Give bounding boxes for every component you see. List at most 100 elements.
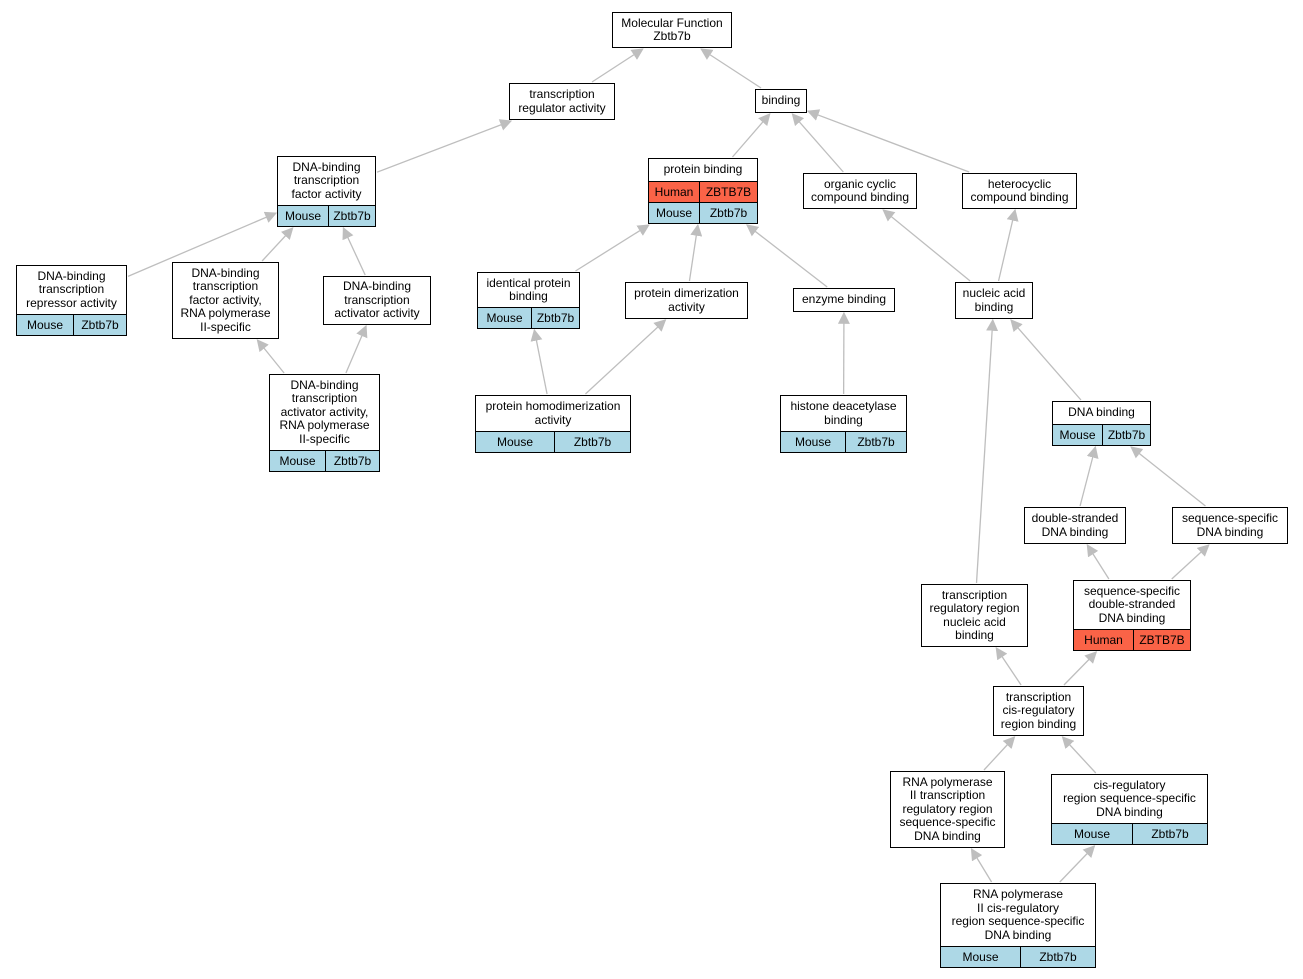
edge-phda-to-pda <box>584 319 667 395</box>
annotation-row-human: Human ZBTB7B <box>649 181 757 202</box>
go-term-label: sequence-specific DNA binding <box>1181 511 1279 539</box>
go-term-label: DNA-binding transcription factor activit… <box>180 265 271 334</box>
organism-cell: Mouse <box>794 434 832 449</box>
go-term-label: nucleic acid binding <box>962 286 1026 314</box>
go-term-label: cis-regulatory region sequence-specific … <box>1063 777 1196 819</box>
go-term-dbtra[interactable]: DNA-binding transcription repressor acti… <box>16 265 127 336</box>
edge-rp2cr-to-rp2trr <box>970 847 993 883</box>
go-term-crssdb[interactable]: cis-regulatory region sequence-specific … <box>1051 774 1208 845</box>
edge-tcrb-to-trrnab <box>995 647 1022 686</box>
go-term-dbtfa2[interactable]: DNA-binding transcription factor activit… <box>172 262 279 339</box>
go-term-bind[interactable]: binding <box>755 89 807 113</box>
go-term-dbtaa[interactable]: DNA-binding transcription activator acti… <box>323 276 431 325</box>
edge-tcrb-to-ssdsdb <box>1063 651 1098 686</box>
edge-rp2trr-to-tcrb <box>983 736 1016 771</box>
organism-cell: Mouse <box>284 208 322 223</box>
go-term-ssdb[interactable]: sequence-specific DNA binding <box>1172 507 1288 544</box>
edge-trrnab-to-nab <box>975 318 999 584</box>
gene-cell: Zbtb7b <box>1102 425 1150 445</box>
go-term-label: binding <box>761 93 801 108</box>
go-term-label: double-stranded DNA binding <box>1031 511 1119 539</box>
go-term-ocb[interactable]: organic cyclic compound binding <box>803 173 917 209</box>
annotation-row-mouse: Mouse Zbtb7b <box>941 946 1095 967</box>
go-term-eb[interactable]: enzyme binding <box>793 288 895 312</box>
annotation-row-mouse: Mouse Zbtb7b <box>781 431 906 452</box>
edge-ocb-to-bind <box>791 113 844 173</box>
organism-cell: Mouse <box>486 310 523 325</box>
go-term-rp2cr[interactable]: RNA polymerase II cis-regulatory region … <box>940 883 1096 968</box>
go-term-tra[interactable]: transcription regulator activity <box>509 83 615 120</box>
go-term-dbtfa[interactable]: DNA-binding transcription factor activit… <box>277 156 376 227</box>
edge-dbtaa2-to-dbtfa2 <box>256 339 285 374</box>
go-term-ssdsdb[interactable]: sequence-specific double-stranded DNA bi… <box>1073 580 1191 651</box>
edge-nab-to-hcb <box>997 208 1019 282</box>
edge-ssdsdb-to-dsdb <box>1086 543 1110 580</box>
edge-dnab-to-nab <box>1010 319 1082 401</box>
gene-cell: ZBTB7B <box>699 182 757 202</box>
organism-cell: Mouse <box>1059 427 1096 442</box>
go-term-label: DNA-binding transcription activator acti… <box>334 279 420 321</box>
go-term-tcrb[interactable]: transcription cis-regulatory region bind… <box>993 686 1084 736</box>
edge-pb-to-bind <box>731 113 771 158</box>
go-term-rp2trr[interactable]: RNA polymerase II transcription regulato… <box>890 771 1005 848</box>
gene-cell: Zbtb7b <box>531 308 579 328</box>
gene-cell: Zbtb7b <box>699 203 757 223</box>
go-term-label: Molecular Function Zbtb7b <box>621 15 723 43</box>
annotation-row-mouse: Mouse Zbtb7b <box>1053 424 1150 445</box>
go-term-label: transcription regulator activity <box>518 87 606 115</box>
gene-cell: Zbtb7b <box>73 315 126 335</box>
edge-crssdb-to-tcrb <box>1061 736 1097 774</box>
edge-eb-to-pb <box>746 224 828 288</box>
go-term-trrnab[interactable]: transcription regulatory region nucleic … <box>921 584 1028 647</box>
go-term-label: DNA-binding transcription repressor acti… <box>26 268 117 310</box>
organism-cell: Mouse <box>279 453 316 468</box>
gene-cell: Zbtb7b <box>845 432 906 452</box>
go-term-dsdb[interactable]: double-stranded DNA binding <box>1024 507 1126 544</box>
go-term-nab[interactable]: nucleic acid binding <box>955 282 1033 319</box>
edge-dsdb-to-dnab <box>1079 445 1099 507</box>
edge-tra-to-root <box>591 48 644 83</box>
edge-nab-to-ocb <box>882 209 971 282</box>
gene-cell: Zbtb7b <box>1020 947 1095 967</box>
gene-cell: ZBTB7B <box>1133 630 1190 650</box>
annotation-row-mouse: Mouse Zbtb7b <box>278 205 375 226</box>
organism-cell: Human <box>1084 632 1123 647</box>
edge-ipb-to-pb <box>575 224 650 272</box>
go-term-label: organic cyclic compound binding <box>810 176 910 204</box>
edge-hcb-to-bind <box>806 109 970 173</box>
annotation-row-human: Human ZBTB7B <box>1074 629 1190 650</box>
go-term-hcb[interactable]: heterocyclic compound binding <box>962 173 1077 209</box>
edge-dbtaa-to-dbtfa <box>342 226 366 276</box>
annotation-row-mouse: Mouse Zbtb7b <box>478 307 579 328</box>
go-term-label: RNA polymerase II cis-regulatory region … <box>951 887 1085 942</box>
go-term-label: heterocyclic compound binding <box>970 176 1069 204</box>
go-term-label: DNA-binding transcription factor activit… <box>291 159 362 201</box>
edge-phda-to-ipb <box>530 328 548 395</box>
go-term-label: protein dimerization activity <box>634 286 739 314</box>
go-term-label: sequence-specific double-stranded DNA bi… <box>1083 583 1181 625</box>
organism-cell: Mouse <box>26 317 64 332</box>
organism-cell: Human <box>654 184 694 199</box>
organism-cell: Mouse <box>962 949 999 964</box>
go-term-label: protein homodimerization activity <box>485 399 621 427</box>
gene-cell: Zbtb7b <box>1132 824 1207 844</box>
gene-cell: Zbtb7b <box>328 206 375 226</box>
go-term-root[interactable]: Molecular Function Zbtb7b <box>612 12 732 48</box>
edge-ssdb-to-dnab <box>1130 446 1206 507</box>
go-term-dbtaa2[interactable]: DNA-binding transcription activator acti… <box>269 374 380 472</box>
go-term-label: transcription cis-regulatory region bind… <box>1000 689 1077 731</box>
edge-pda-to-pb <box>688 223 703 282</box>
go-term-pda[interactable]: protein dimerization activity <box>625 282 748 319</box>
go-term-label: enzyme binding <box>801 292 887 307</box>
